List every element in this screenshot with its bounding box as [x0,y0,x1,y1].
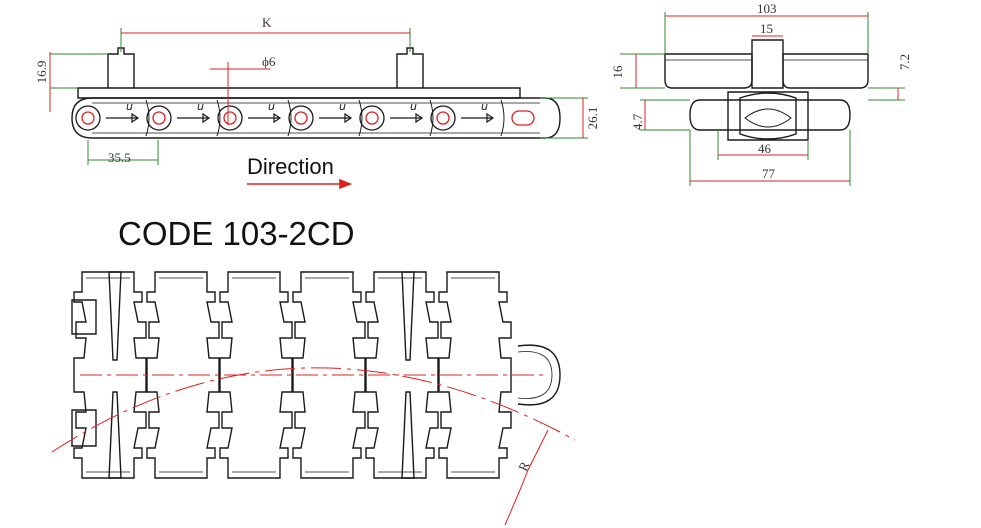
nose-cap [517,344,561,406]
link-eye [359,105,385,131]
left-tab [107,47,135,88]
center-rib [751,39,784,89]
left-top-plate [664,53,753,89]
link-arrow [248,112,282,124]
plan-plate-inner [305,277,349,473]
link-arrow [177,112,211,124]
link-mark: u [339,100,346,113]
plan-plate-inner [86,277,130,473]
radius-label: R [515,459,532,473]
radius-leader [504,429,549,526]
lower-label: 4.7 [630,113,645,130]
link-mark: u [126,100,133,113]
pin-hole [365,111,379,125]
pin-hole [152,111,166,125]
link-separator [216,99,221,137]
link-separator [287,99,292,137]
pin-hole [81,111,95,125]
end-slot [511,110,535,126]
link-arrow [390,112,424,124]
link-eye [430,105,456,131]
inner-width-label: 46 [758,141,772,156]
height-label: 16.9 [34,61,49,84]
plan-plate [365,271,439,479]
plan-plate [438,271,512,479]
side-dim-red [49,32,584,138]
side-dimensions [50,28,588,165]
top-thickness-label: 16 [610,65,625,79]
link-separator [500,99,505,137]
link-arrow [461,112,495,124]
link-separator [358,99,363,137]
link-eye [146,105,172,131]
code-title: CODE 103-2CD [118,215,355,252]
plan-plate-inner [451,277,495,473]
spring-blade [108,271,122,479]
link-arrow [319,112,353,124]
link-eye [75,105,101,131]
direction-arrow [247,178,353,190]
plan-plate [73,271,147,479]
plan-plate-inner [378,277,422,473]
link-separator [429,99,434,137]
link-eye [288,105,314,131]
link-eye [217,105,243,131]
pitch-dim-label: 35.5 [108,150,131,165]
plan-plate [292,271,366,479]
side-view [71,47,561,139]
direction-label: Direction [247,154,334,179]
end-dim-red [635,15,899,182]
link-mark: u [197,100,204,113]
width-label: 103 [757,1,777,16]
right-top-plate [782,53,869,89]
end-view [664,39,869,141]
link-mark: u [268,100,275,113]
link-mark: u [410,100,417,113]
plan-plate-inner [232,277,276,473]
hole-label: ϕ6 [262,54,276,69]
pin-hole [294,111,308,125]
pin-length-label: 77 [762,166,776,181]
plan-left-tab [71,299,97,447]
plan-plate [146,271,220,479]
link-mark: u [481,100,488,113]
end-dimensions [620,12,905,186]
pin-hole [436,111,450,125]
center-label: 15 [760,21,773,36]
chain-height-label: 26.1 [585,107,600,130]
spring-blade [401,271,415,479]
pitch-label: K [262,15,272,30]
offset-label: 7.2 [897,54,912,70]
plan-view [71,271,512,479]
pin-body [689,99,851,131]
link-arrow [106,112,140,124]
right-tab [396,47,424,88]
pin-hole [223,111,237,125]
top-plate-outline [77,87,521,99]
plan-plate-inner [159,277,203,473]
plan-plate [219,271,293,479]
radius-arc [51,367,576,453]
link-separator [145,99,150,137]
